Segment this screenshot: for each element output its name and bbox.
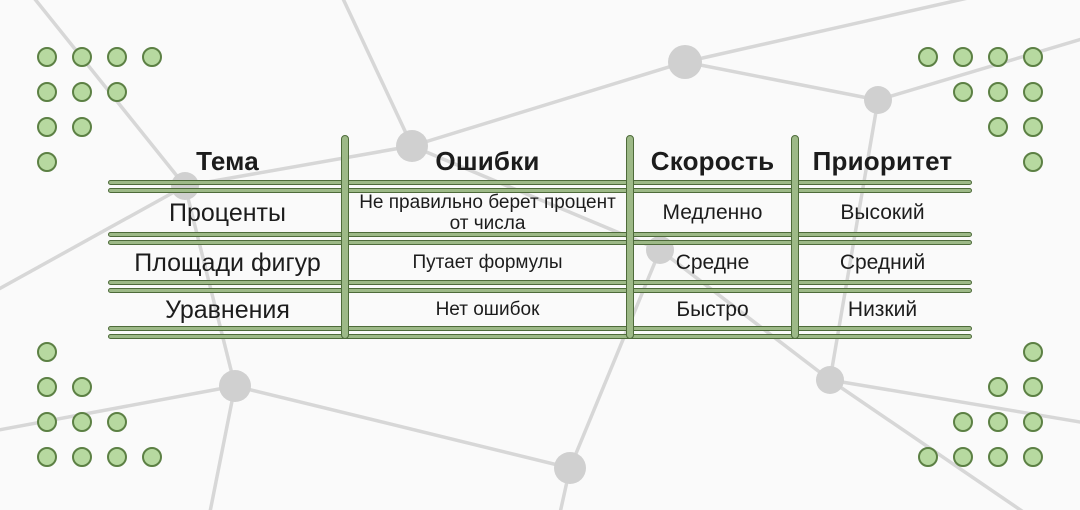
header-errors: Ошибки xyxy=(435,145,540,176)
divider-bar xyxy=(108,280,972,285)
cell-errors: Не правильно берет процент от числа xyxy=(359,191,616,234)
cell-priority: Высокий xyxy=(840,201,925,224)
cell-priority: Низкий xyxy=(847,298,918,321)
divider-bar xyxy=(108,334,972,339)
topic-analysis-table: Тема Ошибки Скорость Приоритет Проценты … xyxy=(108,135,972,340)
header-priority: Приоритет xyxy=(812,145,953,176)
column-divider xyxy=(341,135,349,339)
row-divider xyxy=(108,280,972,293)
row-divider xyxy=(108,326,972,339)
divider-bar xyxy=(108,188,972,193)
cell-speed: Быстро xyxy=(676,298,749,321)
cell-priority: Средний xyxy=(839,251,926,274)
cell-speed: Медленно xyxy=(662,201,763,224)
column-divider xyxy=(791,135,799,339)
corner-dots xyxy=(37,47,1043,467)
column-divider xyxy=(626,135,634,339)
header-speed: Скорость xyxy=(650,145,775,176)
row-divider xyxy=(108,180,972,193)
divider-bar xyxy=(108,288,972,293)
divider-bar xyxy=(108,240,972,245)
cell-errors: Нет ошибок xyxy=(435,299,540,321)
cell-topic: Площади фигур xyxy=(134,248,321,277)
cell-topic: Проценты xyxy=(169,198,286,227)
divider-bar xyxy=(108,180,972,185)
cell-speed: Средне xyxy=(675,251,750,274)
cell-errors: Путает формулы xyxy=(412,252,563,274)
divider-bar xyxy=(108,326,972,331)
header-topic: Тема xyxy=(196,145,259,176)
divider-bar xyxy=(108,232,972,237)
row-divider xyxy=(108,232,972,245)
cell-topic: Уравнения xyxy=(165,295,290,324)
